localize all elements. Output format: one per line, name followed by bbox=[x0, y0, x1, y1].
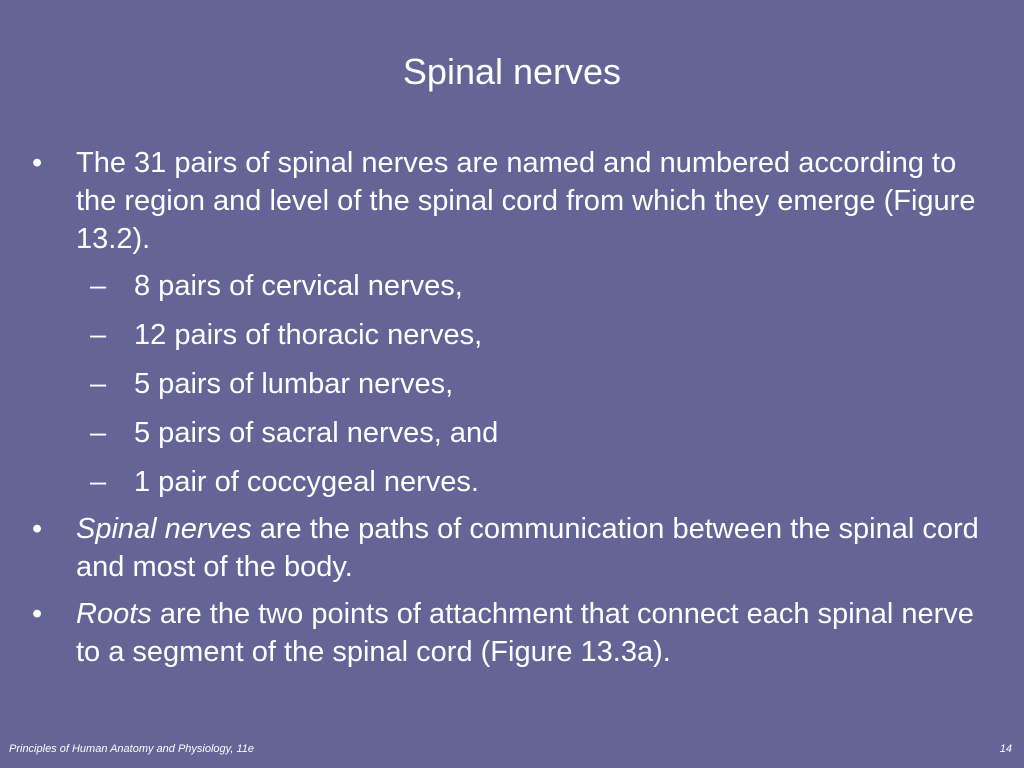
sub-mark: – bbox=[90, 417, 107, 449]
bullet-emphasis: Spinal nerves bbox=[76, 513, 252, 545]
slide-title: Spinal nerves bbox=[402, 51, 622, 92]
sub-mark: – bbox=[90, 368, 107, 400]
sub-mark: – bbox=[90, 270, 107, 302]
bullet-text: are the paths of communication between t… bbox=[76, 513, 979, 583]
sub-item-text: 12 pairs of thoracic nerves, bbox=[134, 319, 483, 351]
bullet-mark: • bbox=[32, 598, 43, 630]
sub-item-text: 8 pairs of cervical nerves, bbox=[134, 270, 463, 302]
sub-item: – 8 pairs of cervical nerves, bbox=[90, 267, 1000, 305]
sub-mark: – bbox=[90, 466, 107, 498]
sub-item: – 1 pair of coccygeal nerves. bbox=[90, 463, 1000, 501]
sub-item-text: 5 pairs of sacral nerves, and bbox=[134, 417, 499, 449]
bullet-item: • The 31 pairs of spinal nerves are name… bbox=[30, 144, 1000, 501]
slide-body: • The 31 pairs of spinal nerves are name… bbox=[30, 144, 1000, 671]
sub-item: – 5 pairs of lumbar nerves, bbox=[90, 365, 1000, 403]
bullet-item: • Roots are the two points of attachment… bbox=[30, 595, 1000, 671]
bullet-item: • Spinal nerves are the paths of communi… bbox=[30, 510, 1000, 586]
bullet-text: are the two points of attachment that co… bbox=[76, 598, 974, 668]
sub-item: – 12 pairs of thoracic nerves, bbox=[90, 316, 1000, 354]
bullet-mark: • bbox=[32, 147, 43, 179]
sub-item-text: 5 pairs of lumbar nerves, bbox=[134, 368, 454, 400]
sub-item-text: 1 pair of coccygeal nerves. bbox=[134, 466, 479, 498]
sub-list: – 8 pairs of cervical nerves, – 12 pairs… bbox=[76, 267, 1000, 501]
bullet-mark: • bbox=[32, 513, 43, 545]
bullet-text: The 31 pairs of spinal nerves are named … bbox=[76, 147, 976, 255]
footer-book-title: Principles of Human Anatomy and Physiolo… bbox=[9, 743, 254, 755]
footer-page-number: 14 bbox=[999, 743, 1012, 755]
sub-mark: – bbox=[90, 319, 107, 351]
bullet-emphasis: Roots bbox=[76, 598, 152, 630]
sub-item: – 5 pairs of sacral nerves, and bbox=[90, 414, 1000, 452]
